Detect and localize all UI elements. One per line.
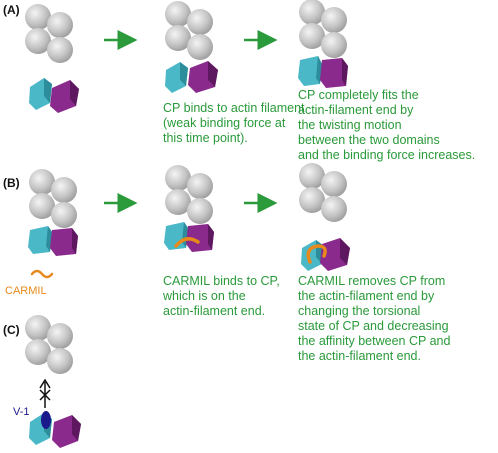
actin-filament-b1 <box>29 169 77 228</box>
caption-a1: CP binds to actin filament (weak binding… <box>163 101 308 145</box>
caption-line: which is on the <box>162 289 246 303</box>
caption-line: CP completely fits the <box>298 88 419 102</box>
v1-label: V-1 <box>13 406 30 418</box>
caption-line: this time point). <box>163 131 248 145</box>
actin-filament-a2 <box>165 1 213 60</box>
panel-c-label: (C) <box>3 323 20 337</box>
panel-b-label: (B) <box>3 176 20 190</box>
capping-protein-a1 <box>29 78 79 113</box>
caption-line: CP binds to actin filament <box>163 101 305 115</box>
caption-line: and the binding force increases. <box>298 148 475 162</box>
caption-line: between the two domains <box>298 133 440 147</box>
caption-line: (weak binding force at <box>163 116 286 130</box>
caption-line: the actin-filament end by <box>298 289 435 303</box>
actin-filament-b2 <box>165 165 213 224</box>
caption-line: the affinity between CP and <box>298 334 450 348</box>
caption-b2: CARMIL removes CP from the actin-filamen… <box>298 274 454 363</box>
carmil-label: CARMIL <box>5 285 47 297</box>
carmil-squiggle <box>30 269 54 279</box>
caption-a2: CP completely fits the actin-filament en… <box>298 88 475 162</box>
actin-filament-a3 <box>299 0 347 58</box>
capping-protein-a2 <box>165 61 218 93</box>
caption-line: CARMIL binds to CP, <box>163 274 280 288</box>
caption-line: actin-filament end. <box>163 304 265 318</box>
capping-protein-a3 <box>298 56 348 88</box>
caption-line: the twisting motion <box>298 118 402 132</box>
caption-b1: CARMIL binds to CP, which is on the acti… <box>162 274 283 318</box>
panel-a-label: (A) <box>3 3 20 17</box>
capping-protein-b2 <box>164 222 214 252</box>
capping-protein-b1 <box>28 226 78 256</box>
carmil-hook <box>306 244 327 264</box>
carmil-on-cp <box>174 237 200 248</box>
caption-line: state of CP and decreasing <box>298 319 449 333</box>
caption-line: actin-filament end by <box>298 103 414 117</box>
actin-filament-a1 <box>25 4 73 63</box>
caption-line: CARMIL removes CP from <box>298 274 445 288</box>
capping-protein-c <box>29 413 81 448</box>
v1-protein <box>41 411 51 429</box>
actin-filament-c <box>25 315 73 374</box>
blocked-arrow <box>39 378 51 408</box>
caption-line: changing the torsional <box>298 304 420 318</box>
caption-line: the actin-filament end. <box>298 349 421 363</box>
actin-filament-b3 <box>299 163 347 222</box>
